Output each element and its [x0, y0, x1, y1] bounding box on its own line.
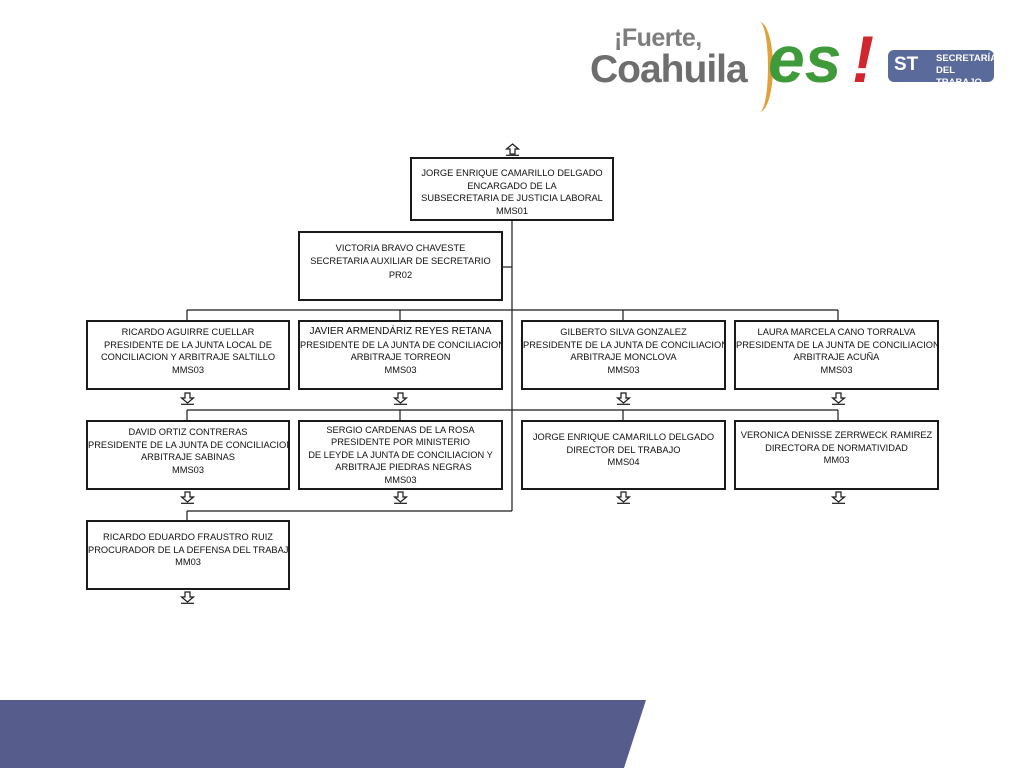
node-title: SECRETARIA AUXILIAR DE SECRETARIO [310, 256, 491, 267]
expand-down-arrow-icon[interactable] [831, 491, 846, 504]
node-title: ARBITRAJE ACUÑA [793, 352, 880, 363]
logo-es-text: es [768, 22, 842, 96]
node-code: MMS03 [384, 364, 417, 375]
org-node-junta-saltillo[interactable]: RICARDO AGUIRRE CUELLAR PRESIDENTE DE LA… [86, 320, 290, 390]
node-title: ARBITRAJE TORREON [350, 352, 451, 363]
node-title: ARBITRAJE PIEDRAS NEGRAS [335, 462, 472, 473]
node-title: CONCILIACION Y ARBITRAJE SALTILLO [100, 352, 276, 363]
badge-line2: DEL TRABAJO [936, 65, 982, 88]
node-title: ARBITRAJE MONCLOVA [570, 352, 677, 363]
node-title: PRESIDENTE DE LA JUNTA DE CONCILIACION Y [523, 339, 726, 350]
node-code: MMS03 [607, 364, 640, 375]
expand-down-arrow-icon[interactable] [393, 491, 408, 504]
node-name: VICTORIA BRAVO CHAVESTE [335, 243, 466, 253]
org-node-junta-monclova[interactable]: GILBERTO SILVA GONZALEZ PRESIDENTE DE LA… [521, 320, 726, 390]
node-code: MMS03 [171, 364, 205, 375]
badge-line1: SECRETARÍA [936, 53, 998, 64]
org-node-directora-normatividad[interactable]: VERONICA DENISSE ZERRWECK RAMIREZ DIRECT… [734, 420, 939, 490]
node-title: PRESIDENTE DE LA JUNTA LOCAL DE [104, 339, 272, 350]
node-name: JORGE ENRIQUE CAMARILLO DELGADO [532, 432, 715, 442]
logo-coahuila-text: Coahuila [590, 48, 748, 91]
expand-down-arrow-icon[interactable] [393, 392, 408, 405]
org-node-junta-sabinas[interactable]: DAVID ORTIZ CONTRERAS PRESIDENTE DE LA J… [86, 420, 290, 490]
org-node-junta-piedras-negras[interactable]: SERGIO CARDENAS DE LA ROSA PRESIDENTE PO… [298, 420, 503, 490]
node-title: DIRECTORA DE NORMATIVIDAD [765, 442, 908, 453]
org-node-junta-acuna[interactable]: LAURA MARCELA CANO TORRALVA PRESIDENTA D… [734, 320, 939, 390]
expand-down-arrow-icon[interactable] [831, 392, 846, 405]
node-code: MM03 [823, 455, 850, 466]
node-title: PRESIDENTE POR MINISTERIO [331, 437, 470, 448]
expand-down-arrow-icon[interactable] [180, 591, 195, 604]
node-name: SERGIO CARDENAS DE LA ROSA [326, 425, 475, 435]
coahuila-logo: ¡Fuerte, Coahuila es ! ST SECRETARÍA DEL… [586, 22, 997, 114]
node-code: MMS03 [171, 464, 205, 475]
org-node-subsecretario[interactable]: JORGE ENRIQUE CAMARILLO DELGADO ENCARGAD… [410, 157, 614, 221]
expand-down-arrow-icon[interactable] [180, 491, 195, 504]
logo-exclamation: ! [852, 22, 874, 96]
org-node-junta-torreon[interactable]: JAVIER ARMENDÁRIZ REYES RETANA PRESIDENT… [298, 320, 503, 390]
org-node-director-trabajo[interactable]: JORGE ENRIQUE CAMARILLO DELGADO DIRECTOR… [521, 420, 726, 490]
node-title: PRESIDENTA DE LA JUNTA DE CONCILIACION Y [736, 339, 939, 350]
node-name: RICARDO EDUARDO FRAUSTRO RUIZ [103, 532, 273, 542]
node-code: PR02 [388, 269, 413, 280]
node-title: ARBITRAJE SABINAS [140, 452, 236, 463]
node-name: GILBERTO SILVA GONZALEZ [560, 327, 687, 337]
footer-band [0, 700, 646, 768]
badge-subtitle: SECRETARÍA DEL TRABAJO [936, 53, 998, 89]
node-name: LAURA MARCELA CANO TORRALVA [757, 327, 916, 337]
node-title: PRESIDENTE DE LA JUNTA DE CONCILIACION Y [300, 339, 503, 350]
node-code: MMS01 [495, 205, 529, 216]
node-title: PRESIDENTE DE LA JUNTA DE CONCILIACION Y [88, 439, 290, 450]
logo-fuerte-text: ¡Fuerte, [614, 24, 702, 52]
node-code: MMS04 [607, 457, 640, 468]
org-node-secretaria-auxiliar[interactable]: VICTORIA BRAVO CHAVESTE SECRETARIA AUXIL… [298, 231, 503, 301]
expand-down-arrow-icon[interactable] [616, 392, 631, 405]
node-code: MMS03 [384, 474, 417, 485]
node-name: JAVIER ARMENDÁRIZ REYES RETANA [309, 326, 492, 337]
expand-up-arrow-icon[interactable] [505, 143, 520, 156]
node-title: SUBSECRETARIA DE JUSTICIA LABORAL [421, 193, 603, 204]
badge-st-text: ST [894, 54, 919, 75]
node-name: VERONICA DENISSE ZERRWECK RAMIREZ [740, 430, 933, 440]
node-name: DAVID ORTIZ CONTRERAS [128, 427, 248, 437]
node-code: MM03 [175, 557, 201, 568]
node-title: DIRECTOR DEL TRABAJO [566, 444, 681, 455]
node-name: RICARDO AGUIRRE CUELLAR [121, 327, 255, 337]
node-title: DE LEYDE LA JUNTA DE CONCILIACION Y [308, 449, 493, 460]
expand-down-arrow-icon[interactable] [616, 491, 631, 504]
org-node-procurador[interactable]: RICARDO EDUARDO FRAUSTRO RUIZ PROCURADOR… [86, 520, 290, 590]
node-name: JORGE ENRIQUE CAMARILLO DELGADO [421, 168, 603, 178]
node-code: MMS03 [820, 364, 853, 375]
node-title: PROCURADOR DE LA DEFENSA DEL TRABAJO [88, 544, 290, 555]
node-title: ENCARGADO DE LA [467, 180, 557, 191]
logo-parenthesis [746, 22, 773, 112]
expand-down-arrow-icon[interactable] [180, 392, 195, 405]
secretaria-trabajo-badge: ST SECRETARÍA DEL TRABAJO [888, 50, 997, 88]
